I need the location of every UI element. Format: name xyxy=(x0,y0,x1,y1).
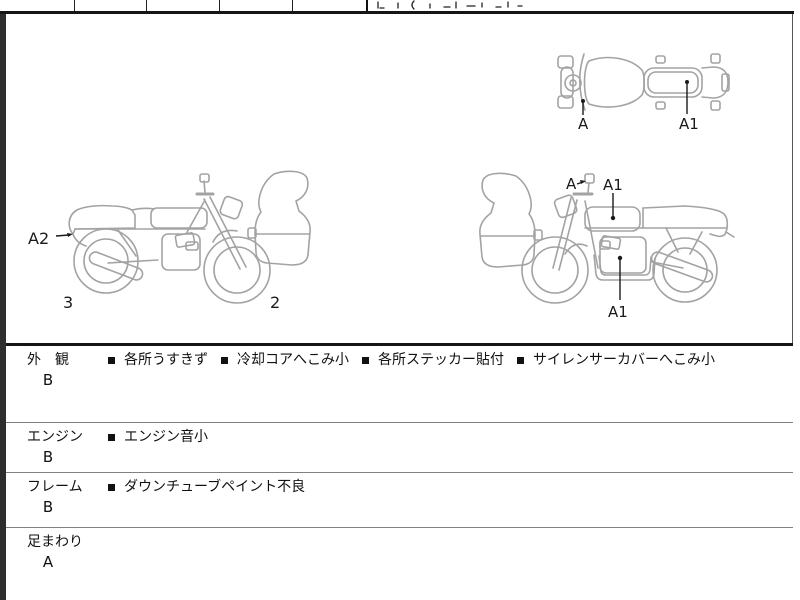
header-cell-divider xyxy=(74,0,75,12)
label-a1-top: A1 xyxy=(603,176,623,194)
square-bullet-icon xyxy=(108,433,115,441)
pointer-dot xyxy=(610,215,616,221)
top-view-pointer-lines xyxy=(582,83,688,115)
header-cell-divider xyxy=(292,0,293,12)
section-items: 各所うすきず 冷却コアへこみ小 各所ステッカー貼付 サイレンサーカバーへこみ小 xyxy=(108,352,715,368)
section-row-frame: フレーム B ダウンチューブペイント不良 xyxy=(6,472,793,527)
condition-item-text: ダウンチューブペイント不良 xyxy=(124,479,306,495)
condition-item: 各所ステッカー貼付 xyxy=(362,352,504,368)
condition-item: 冷却コアへこみ小 xyxy=(221,352,349,368)
page-edge-strip xyxy=(0,0,6,600)
section-label: 外 観 xyxy=(27,352,69,368)
label-a1: A1 xyxy=(679,115,699,133)
condition-item: 各所うすきず xyxy=(108,352,208,368)
section-label: エンジン xyxy=(27,429,83,445)
section-row-undercarriage: 足まわり A xyxy=(6,527,793,600)
condition-item: ダウンチューブペイント不良 xyxy=(108,479,305,495)
pointer-dot xyxy=(581,99,585,103)
label-3: 3 xyxy=(63,293,73,312)
section-grade: B xyxy=(42,448,54,466)
section-row-engine: エンジン B エンジン音小 xyxy=(6,422,793,472)
label-a1-bottom: A1 xyxy=(608,303,628,321)
section-label: 足まわり xyxy=(27,534,83,550)
square-bullet-icon xyxy=(108,483,115,491)
square-bullet-icon xyxy=(108,356,115,364)
label-a: A xyxy=(578,115,589,133)
condition-item-text: 各所うすきず xyxy=(124,352,208,368)
header-bottom-border xyxy=(0,11,794,14)
square-bullet-icon xyxy=(221,356,228,364)
motorcycle-right-side-diagram: A A1 A1 xyxy=(479,172,735,321)
section-grade: B xyxy=(42,498,54,516)
square-bullet-icon xyxy=(362,356,369,364)
condition-item-text: エンジン音小 xyxy=(124,429,208,445)
pointer-dot xyxy=(617,255,623,261)
condition-item-text: 各所ステッカー貼付 xyxy=(378,352,504,368)
pointer-line-a2 xyxy=(55,234,70,237)
pointer-arrowhead xyxy=(580,180,586,184)
header-cell-divider xyxy=(366,0,368,12)
header-cell-divider xyxy=(219,0,220,12)
square-bullet-icon xyxy=(517,356,524,364)
section-items: ダウンチューブペイント不良 xyxy=(108,479,305,495)
section-items: エンジン音小 xyxy=(108,429,208,445)
page-right-border xyxy=(792,0,793,600)
section-grade: A xyxy=(42,553,54,571)
condition-item: エンジン音小 xyxy=(108,429,208,445)
header-cell-divider xyxy=(146,0,147,12)
motorcycle-left-side-diagram: A2 3 2 xyxy=(28,170,311,312)
label-a: A xyxy=(566,175,577,193)
label-a2: A2 xyxy=(28,229,49,248)
label-2: 2 xyxy=(270,293,280,312)
section-row-exterior: 外 観 B 各所うすきず 冷却コアへこみ小 各所ステッカー貼付 サイレンサーカバ… xyxy=(6,343,793,422)
clipped-header-row xyxy=(0,0,794,14)
right-side-line-art xyxy=(479,172,735,304)
condition-item-text: サイレンサーカバーへこみ小 xyxy=(533,352,715,368)
condition-item: サイレンサーカバーへこみ小 xyxy=(517,352,715,368)
section-grade: B xyxy=(42,371,54,389)
left-side-line-art xyxy=(68,170,311,304)
pointer-dot xyxy=(685,80,689,84)
pointer-arrowhead xyxy=(67,233,73,237)
clipped-text-fragments xyxy=(377,0,523,10)
condition-item-text: 冷却コアへこみ小 xyxy=(237,352,349,368)
right-side-pointer-lines xyxy=(576,181,621,300)
section-label: フレーム xyxy=(27,479,83,495)
top-view-line-art xyxy=(557,53,730,111)
motorcycle-top-view-diagram: A A1 xyxy=(557,53,730,133)
